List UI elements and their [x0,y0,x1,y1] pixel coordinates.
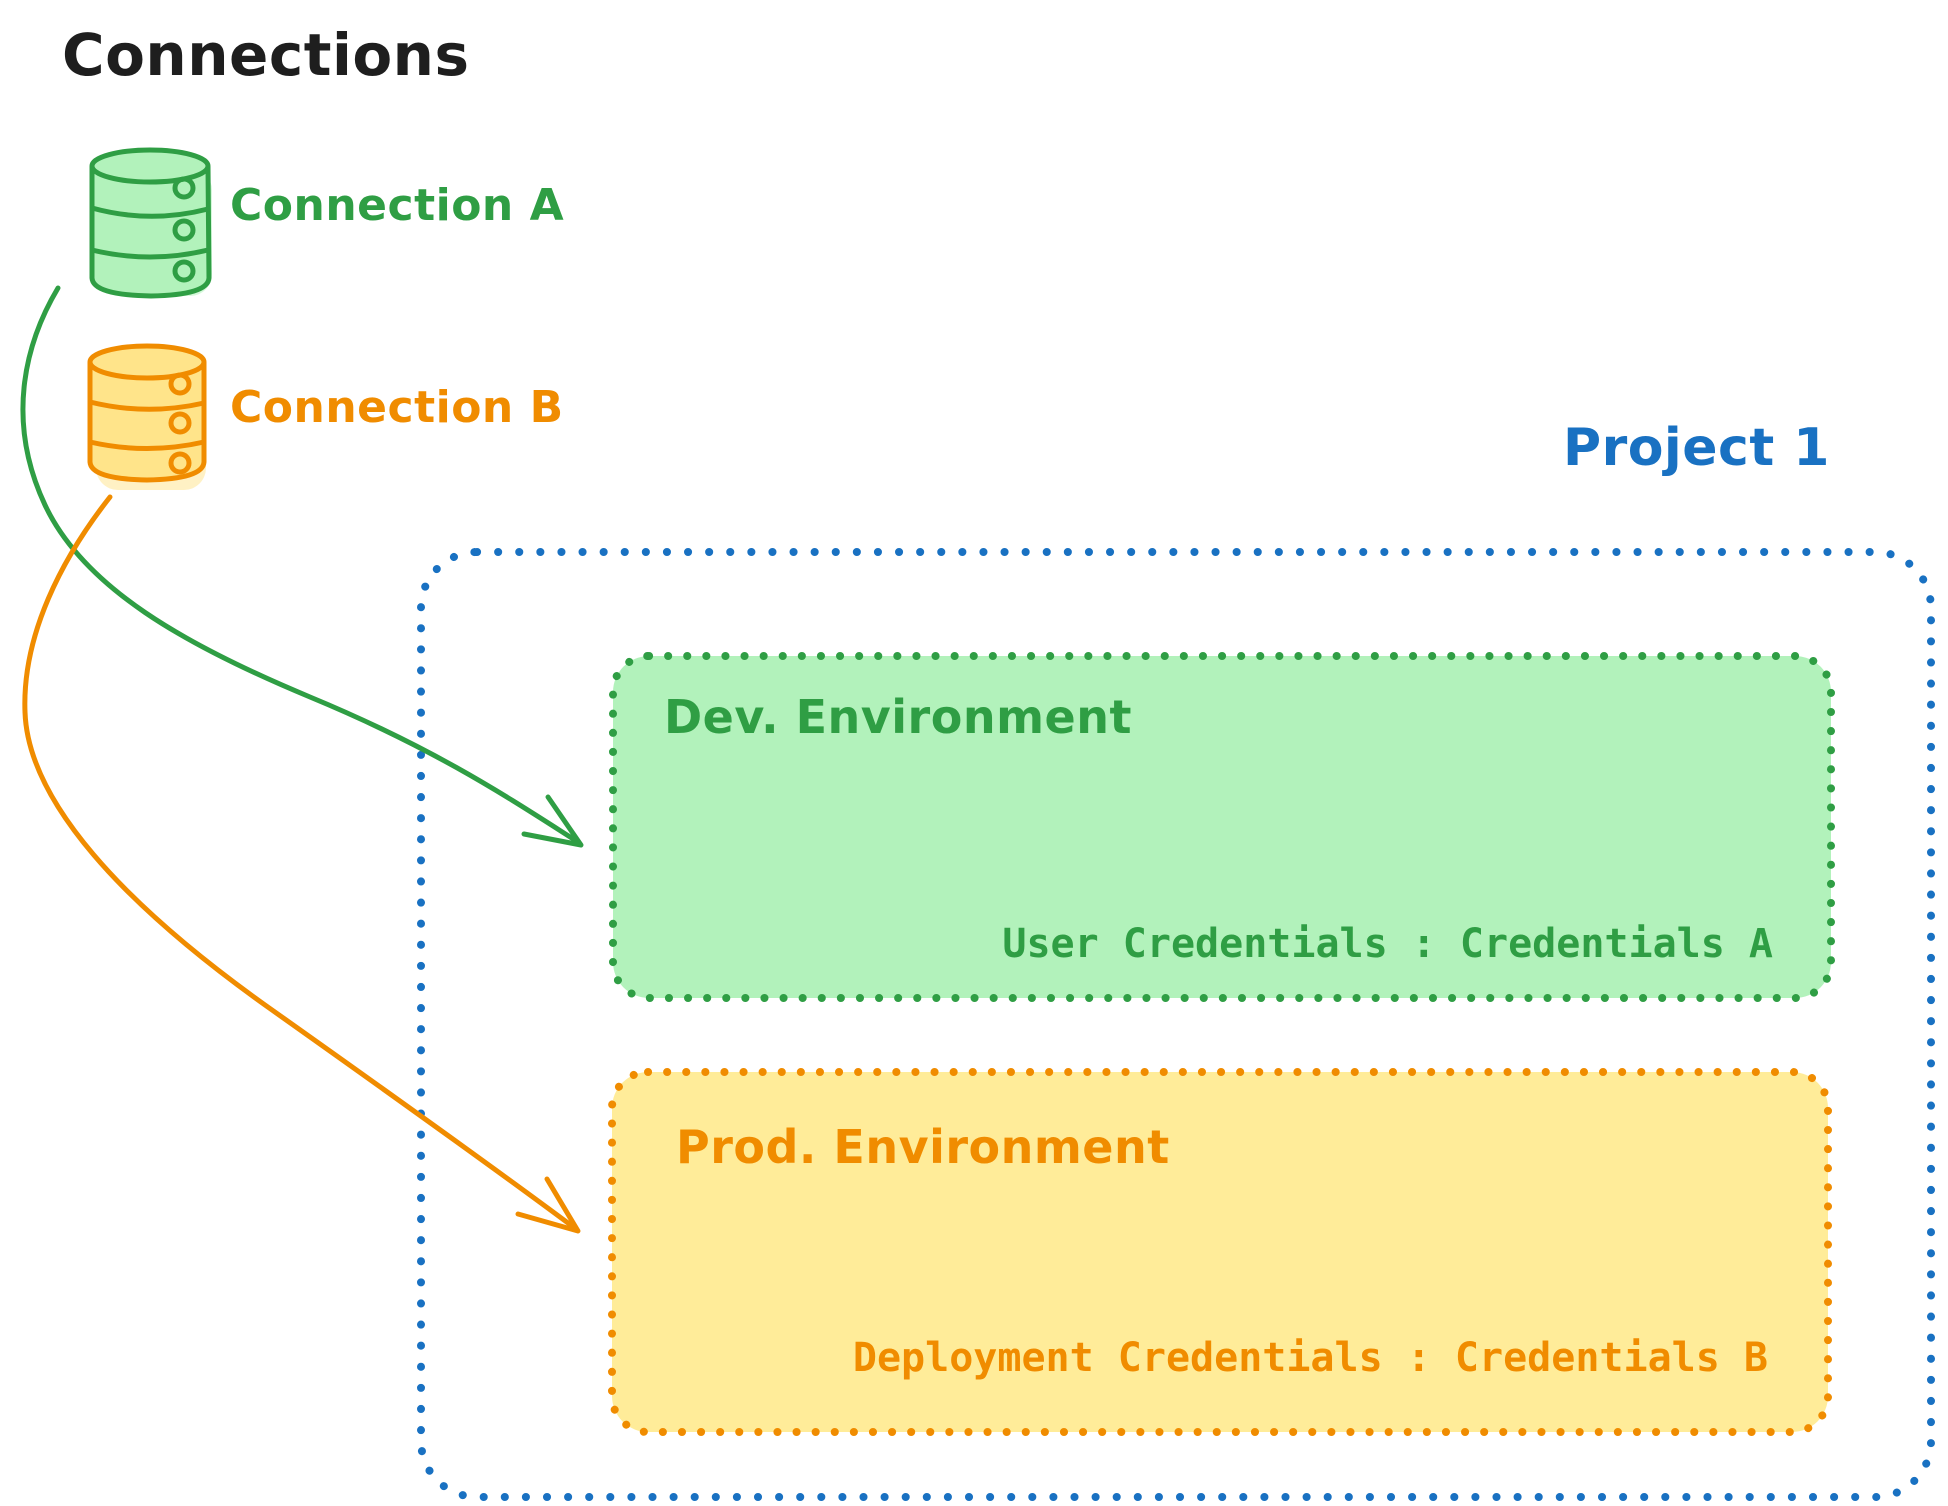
cylinder-band-line [87,399,207,412]
arrow-connection-a-to-dev [20,285,584,848]
project-dotted-border [417,548,1935,1501]
connection-a-label: Connection A [230,180,565,231]
arrow-head [521,794,584,848]
connection-b-database-icon [87,343,207,490]
dev-environment-title: Dev. Environment [664,690,1132,744]
arrow-curve [22,494,575,1229]
cylinder-band-line [89,247,211,260]
arrow-curve [20,285,581,845]
cylinder-band-line [87,439,207,451]
project-title: Project 1 [1562,418,1830,478]
arrow-head [515,1176,581,1234]
cylinder-dot [168,451,192,475]
connection-a-database-icon [89,147,212,299]
cylinder-dot [172,259,196,283]
prod-credentials-text: Deployment Credentials : Credentials B [852,1335,1768,1381]
cylinder-dot [168,372,192,396]
cylinder-dot [172,176,196,200]
cylinder-band-line [89,205,211,219]
cylinder-top [89,147,211,185]
prod-environment-box [608,1068,1832,1436]
dev-credentials-text: User Credentials : Credentials A [1002,921,1773,967]
cylinder-dot [168,411,192,435]
connection-b-label: Connection B [230,382,564,433]
cylinder-dot [172,218,196,242]
prod-environment-title: Prod. Environment [676,1120,1170,1174]
dev-environment-box [609,652,1835,1002]
cylinder-top [87,343,207,381]
arrow-connection-b-to-prod [22,494,581,1234]
connections-title: Connections [62,21,470,89]
